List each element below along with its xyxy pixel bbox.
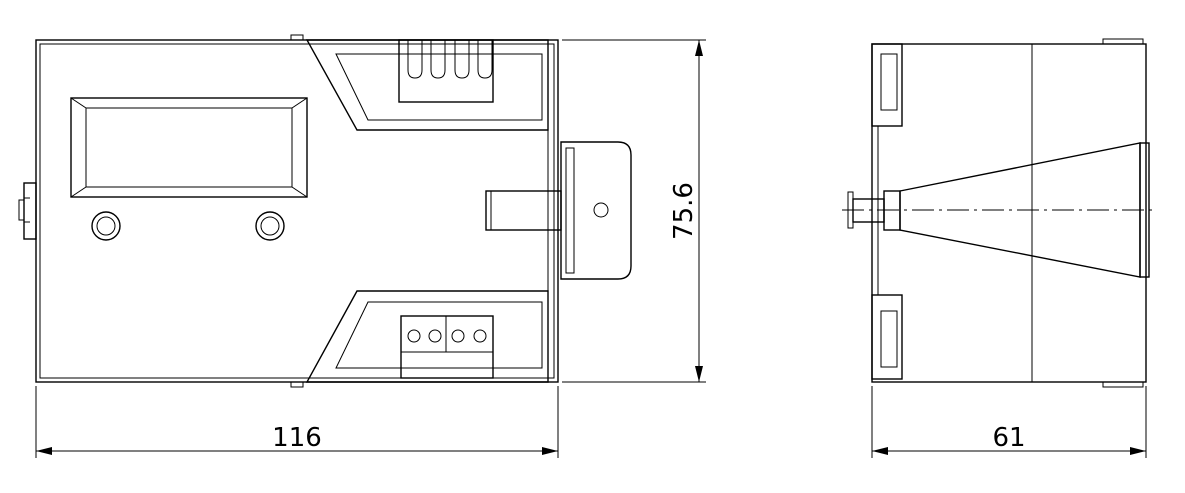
dimension-depth: 61 (871, 386, 1147, 458)
top-tab (290, 34, 304, 41)
side-latch-bottom (871, 294, 903, 380)
side-latch-top (871, 43, 903, 127)
bottom-tab (290, 381, 304, 388)
front-view (18, 34, 632, 388)
dimension-height-label: 75.6 (669, 182, 699, 240)
side-housing-outline (871, 43, 1147, 383)
dimension-width: 116 (35, 386, 559, 458)
dimension-depth-label: 61 (992, 423, 1025, 453)
left-button (91, 211, 121, 241)
right-button (255, 211, 285, 241)
dimension-height: 75.6 (562, 39, 706, 383)
front-housing-inner (39, 43, 555, 379)
front-housing-outline (35, 39, 559, 383)
side-view (842, 38, 1156, 388)
bottom-terminal-connector (400, 315, 494, 379)
mounting-bracket (485, 130, 632, 291)
left-clip (23, 182, 37, 240)
display-window (70, 97, 308, 198)
dimension-width-label: 116 (272, 423, 322, 453)
bottom-connector-recess (305, 290, 549, 383)
top-terminal-connector (398, 39, 494, 103)
